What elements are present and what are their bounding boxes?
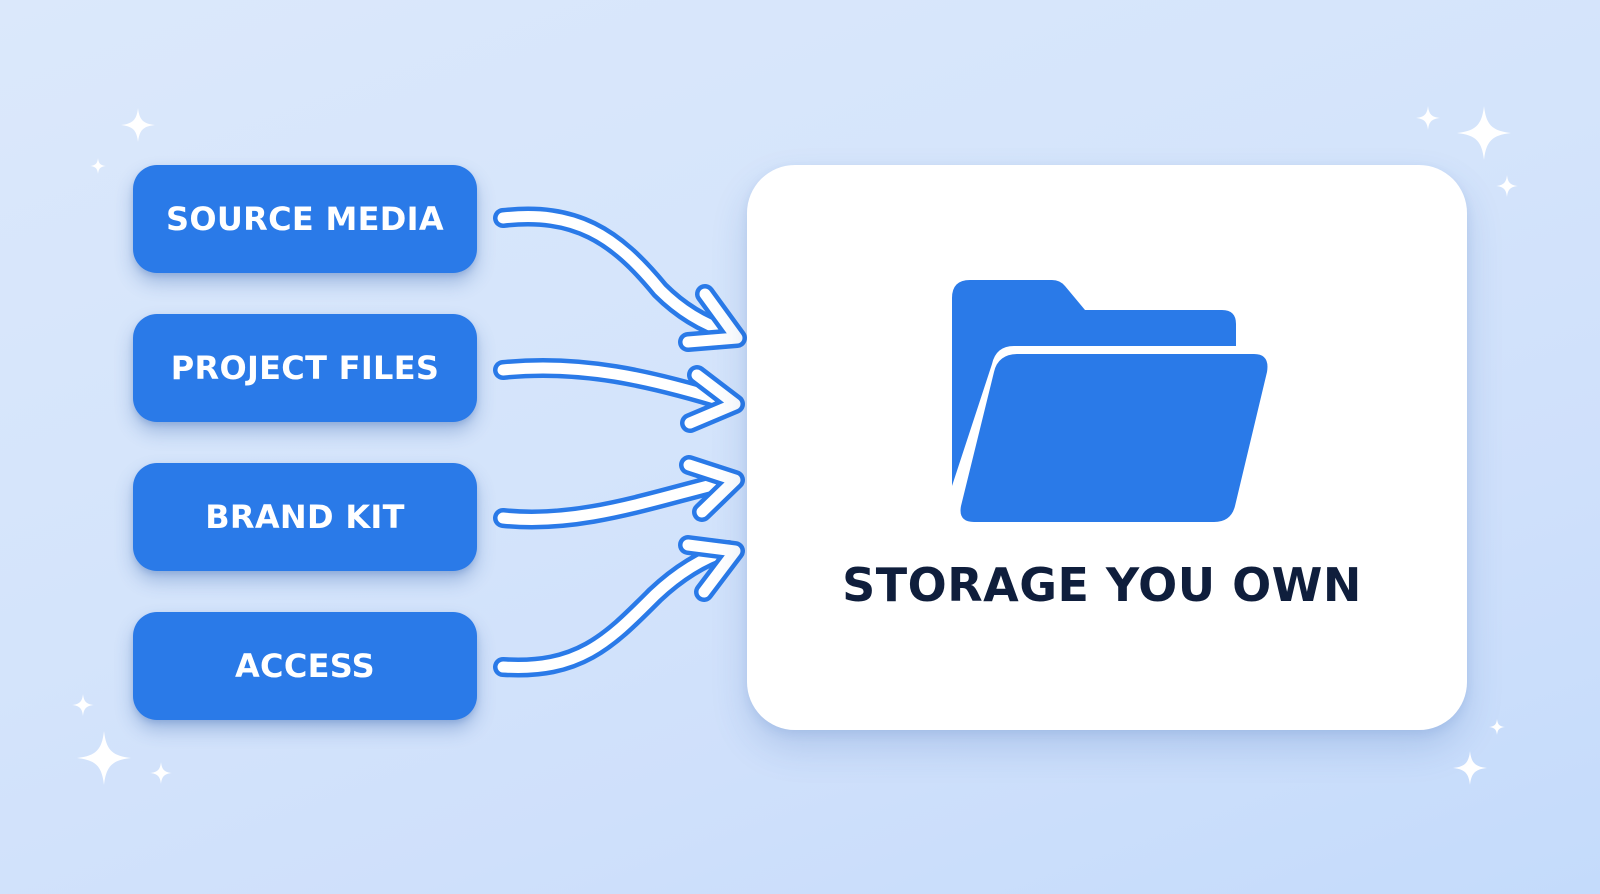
project-files-box: PROJECT FILES [133,314,477,422]
sparkle-icon [77,731,131,785]
sparkle-icon [1416,106,1440,130]
sparkle-icon [90,158,106,174]
source-media-box: SOURCE MEDIA [133,165,477,273]
storage-title: STORAGE YOU OWN [842,558,1362,612]
project-files-label: PROJECT FILES [170,349,440,387]
sparkle-icon [121,108,155,142]
access-label: ACCESS [234,647,376,685]
sparkle-icon [72,694,94,716]
sparkle-icon [1489,719,1505,735]
access-box: ACCESS [133,612,477,720]
sparkle-icon [1496,175,1518,197]
brand-kit-label: BRAND KIT [205,498,405,536]
folder-open-icon [952,280,1268,522]
sparkle-icon [150,762,172,784]
sparkle-icon [1453,751,1487,785]
sparkle-icon [1457,106,1511,160]
arrow-access [493,535,745,678]
arrow-brand-kit [493,455,745,530]
brand-kit-box: BRAND KIT [133,463,477,571]
arrow-source-media [493,206,747,352]
arrow-project-files [493,357,745,433]
storage-card: STORAGE YOU OWN [747,165,1467,730]
arrows [493,206,747,678]
source-media-label: SOURCE MEDIA [166,200,444,238]
